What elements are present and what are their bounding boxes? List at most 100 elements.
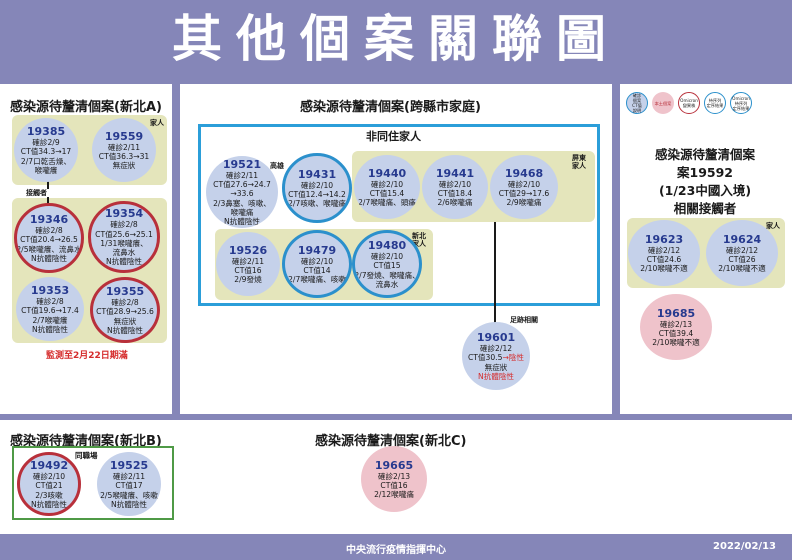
case-id: 19441: [435, 166, 475, 180]
case-detail: 確診2/10: [438, 179, 472, 189]
case-detail: 2/9喉嚨痛: [506, 198, 542, 208]
case-detail: 喉嚨痛: [230, 207, 254, 217]
legend-confirmed: 確診 個案 CT值 說明: [626, 92, 648, 114]
case-detail: 無症狀: [484, 362, 508, 372]
case-detail: 2/3鼻塞、咳嗽、: [213, 198, 271, 208]
case-detail: N抗體陰性: [105, 257, 143, 267]
case-detail: 確診2/10: [370, 179, 404, 189]
case-detail: 確診2/11: [225, 170, 259, 180]
page-title: 其他個案關聯圖: [172, 10, 620, 68]
case-detail: 2/6喉嚨痛: [437, 198, 473, 208]
case-detail: CT值15.4: [369, 188, 405, 198]
case-detail: 確診2/9: [32, 137, 60, 147]
case-detail: 確診2/10: [300, 180, 334, 190]
case-detail: 2/7喉嚨痛、頭痛: [358, 198, 416, 208]
family-tag-c: 家人: [766, 222, 780, 230]
case-detail: CT值27.6→24.7: [213, 179, 271, 189]
case-detail: 2/12喉嚨痛: [374, 490, 414, 500]
case-id: 19685: [656, 306, 696, 320]
case-detail: CT值26: [728, 254, 756, 264]
case-id: 19355: [105, 284, 145, 298]
case-id: 19431: [297, 167, 337, 181]
case-ct: CT值30.5→陰性: [467, 353, 524, 363]
case-id: 19525: [109, 458, 149, 472]
case-detail: 1/31喉嚨癢、: [100, 238, 148, 248]
case-detail: 2/7咳嗽、喉嚨痛: [288, 199, 346, 209]
case-detail: CT值12.4→14.2: [288, 189, 346, 199]
case-detail: 2/7喉嚨癢: [32, 315, 68, 325]
legend-local: 本土個案: [652, 92, 674, 114]
case-detail: CT值28.9→25.6: [96, 307, 154, 317]
case-detail: 確診2/10: [507, 179, 541, 189]
case-detail: CT值16: [234, 265, 262, 275]
case-detail: CT值39.4: [658, 328, 694, 338]
case-detail: CT值18.4: [437, 188, 473, 198]
kaohsiung-tag: 高雄: [270, 162, 284, 170]
contact-tag-a: 接觸者: [24, 189, 49, 197]
case-detail: 確診2/12: [647, 245, 681, 255]
case-id: 19354: [104, 207, 144, 221]
footer-date: 2022/02/13: [713, 541, 776, 552]
case-detail: 流鼻水: [375, 279, 399, 289]
case-id: 19559: [104, 129, 144, 143]
case-detail: N抗體陰性: [30, 253, 68, 263]
case-detail: CT值15: [373, 261, 401, 271]
case-detail: 確診2/8: [111, 297, 139, 307]
footprint-line: [494, 222, 496, 324]
case-detail: 確診2/11: [107, 142, 141, 152]
legend-pending: 待序列 定序結果: [704, 92, 726, 114]
footer-center: 中央流行疫情指揮中心: [346, 545, 446, 556]
case-detail: N抗體陰性: [110, 499, 148, 509]
case-detail: 流鼻水: [112, 248, 136, 258]
case-detail: 確診2/10: [32, 471, 66, 481]
case-id: 19440: [367, 166, 407, 180]
non-cohabit-frame: [198, 124, 600, 306]
case-id: 19624: [722, 232, 762, 246]
case-detail: 2/7口乾舌燥、: [20, 156, 72, 166]
case-detail: CT值17: [115, 481, 143, 491]
case-id: 19346: [29, 212, 69, 226]
pingtung-tag: 屏東 家人: [572, 154, 586, 170]
case-detail: 2/10喉嚨不適: [640, 264, 688, 274]
case-detail: CT值24.6: [646, 254, 682, 264]
case-detail: CT值25.6→25.1: [95, 229, 153, 239]
section-d-header: 感染源待釐清個案(新北B): [10, 434, 162, 449]
case-detail: CT值14: [303, 265, 331, 275]
case-detail: N抗體陰性: [30, 499, 68, 509]
case-detail: 無症狀: [112, 161, 136, 171]
case-detail: 確診2/10: [370, 251, 404, 261]
non-cohabit-label: 非同住家人: [366, 130, 421, 143]
case-detail: CT值19.6→17.4: [21, 306, 79, 316]
case-id: 19521: [222, 157, 262, 171]
case-detail: 2/5喉嚨癢、流鼻水: [16, 244, 82, 254]
case-detail: 確診2/12: [725, 245, 759, 255]
coworker-frame: [12, 446, 174, 520]
footprint-tag: 足跡相關: [510, 316, 538, 324]
case-detail: CT值34.3→17: [20, 147, 72, 157]
case-id: 19353: [30, 283, 70, 297]
case-detail: 確診2/11: [231, 256, 265, 266]
legend-omicron-pending: Omicron 待序列 定序結果: [730, 92, 752, 114]
case-detail: N抗體陰性: [106, 325, 144, 335]
case-detail: 2/9發燒: [234, 275, 262, 285]
section-a-header: 感染源待釐清個案(新北A): [10, 100, 162, 115]
case-detail: 確診2/8: [36, 296, 64, 306]
case-id: 19665: [374, 458, 414, 472]
section-c-header: 感染源待釐清個案 案19592 (1/23中國入境) 相關接觸者: [654, 147, 755, 216]
case-id: 19468: [504, 166, 544, 180]
